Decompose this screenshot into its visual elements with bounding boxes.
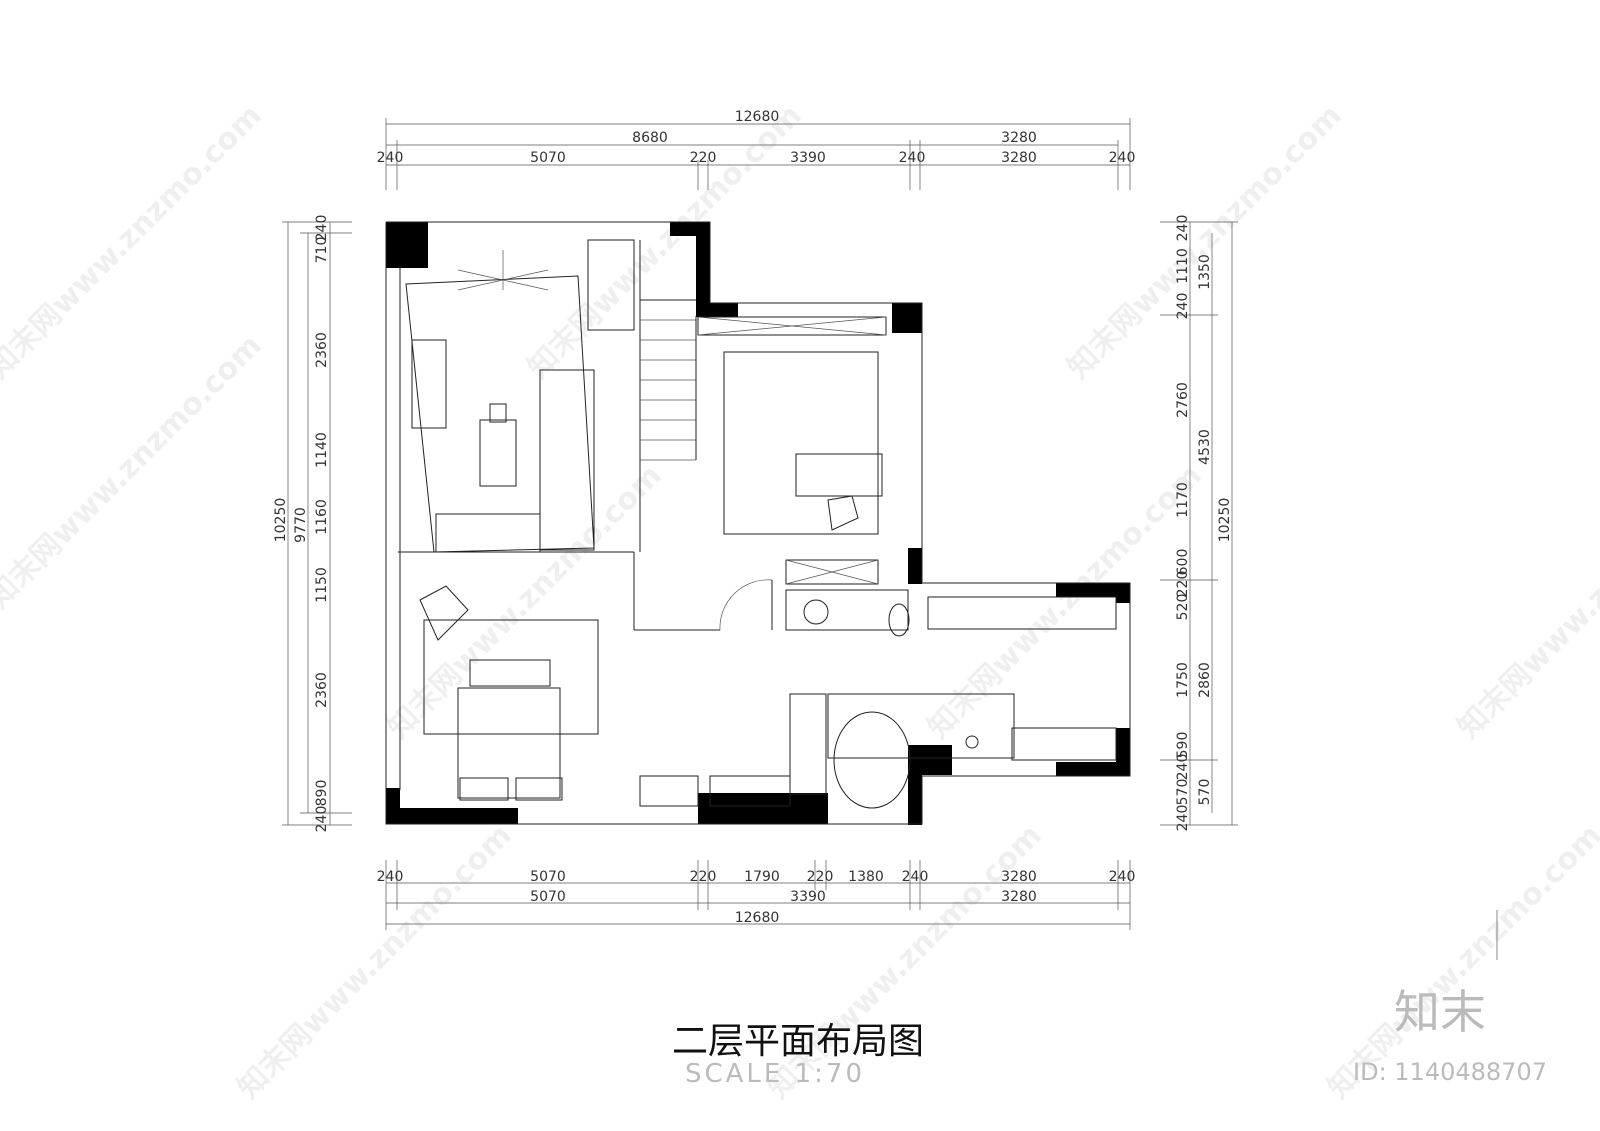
dim-label: 5070: [530, 869, 566, 885]
dim-label: 520: [1175, 594, 1191, 621]
interior-layout: [385, 221, 1131, 825]
dim-label: 2360: [314, 672, 330, 708]
dim-label: 710: [314, 237, 330, 264]
dim-label: 10250: [1217, 498, 1233, 543]
dim-label: 590: [1175, 732, 1191, 759]
dim-label: 2360: [314, 332, 330, 368]
dim-label: 570: [1175, 779, 1191, 806]
dim-label: 240: [377, 150, 404, 166]
dim-label: 3390: [790, 150, 826, 166]
dim-label: 1150: [314, 567, 330, 603]
dim-label: 9770: [293, 507, 309, 543]
right-dimensions: 240 1110 240 2760 1170 600 220 520 1750 …: [1175, 215, 1233, 832]
dim-label: 1750: [1175, 662, 1191, 698]
dim-label: 220: [1175, 571, 1191, 598]
dim-label: 3280: [1001, 130, 1037, 146]
dim-label: 240: [1109, 869, 1136, 885]
dim-label: 220: [690, 869, 717, 885]
dim-label: 240: [1175, 215, 1191, 242]
dim-label: 3390: [790, 889, 826, 905]
dim-label: 240: [314, 215, 330, 242]
dim-label: 1350: [1197, 254, 1213, 290]
dim-label: 220: [807, 869, 834, 885]
dim-label: 240: [902, 869, 929, 885]
dim-label: 1160: [314, 499, 330, 535]
watermark-text: 知末网www.znzmo.com: [921, 458, 1209, 746]
top-dimensions: 12680 8680 3280 240 5070 220 3390 240 32…: [377, 109, 1136, 166]
watermark-text: 知末网www.znzmo.com: [1061, 98, 1349, 386]
dim-label: 1170: [1175, 482, 1191, 518]
drawing-title: 二层平面布局图: [672, 1021, 924, 1062]
dim-label: 240: [1175, 754, 1191, 781]
dimension-lines: [282, 118, 1238, 930]
dim-label: 12680: [735, 910, 780, 926]
dim-label: 240: [314, 806, 330, 833]
dim-label: 240: [1175, 293, 1191, 320]
dim-label: 3280: [1001, 889, 1037, 905]
logo-text: 知末: [1394, 985, 1486, 1039]
dim-label: 1110: [1175, 248, 1191, 284]
dim-label: 5070: [530, 889, 566, 905]
dim-label: 1380: [848, 869, 884, 885]
watermark-text: 知末网www.znzmo.com: [1451, 458, 1600, 746]
drawing-scale: SCALE 1:70: [685, 1059, 865, 1089]
id-label: ID: 1140488707: [1353, 1058, 1547, 1086]
dim-label: 2860: [1197, 662, 1213, 698]
dim-label: 570: [1197, 779, 1213, 806]
dim-label: 3280: [1001, 869, 1037, 885]
dim-label: 12680: [735, 109, 780, 125]
dim-label: 2760: [1175, 382, 1191, 418]
walls: [386, 222, 1130, 825]
dim-label: 240: [377, 869, 404, 885]
watermark-text: 知末网www.znzmo.com: [0, 328, 269, 616]
dim-label: 890: [314, 780, 330, 807]
dim-label: 240: [899, 150, 926, 166]
dim-label: 1790: [744, 869, 780, 885]
dim-label: 4530: [1197, 429, 1213, 465]
dim-label: 600: [1175, 549, 1191, 576]
dim-label: 240: [1175, 805, 1191, 832]
watermarks: 知末网www.znzmo.com 知末网www.znzmo.com 知末网www…: [0, 98, 1600, 1106]
dim-label: 3280: [1001, 150, 1037, 166]
bottom-dimensions: 240 5070 220 1790 220 1380 240 3280 240 …: [377, 869, 1136, 926]
dim-label: 10250: [273, 498, 289, 543]
watermark-text: 知末网www.znzmo.com: [231, 818, 519, 1106]
left-dimensions: 240 710 2360 1140 1160 1150 2360 890 240…: [273, 215, 330, 833]
dim-label: 240: [1109, 150, 1136, 166]
dim-label: 220: [690, 150, 717, 166]
dim-label: 5070: [530, 150, 566, 166]
dim-label: 8680: [632, 130, 668, 146]
dim-label: 1140: [314, 432, 330, 468]
